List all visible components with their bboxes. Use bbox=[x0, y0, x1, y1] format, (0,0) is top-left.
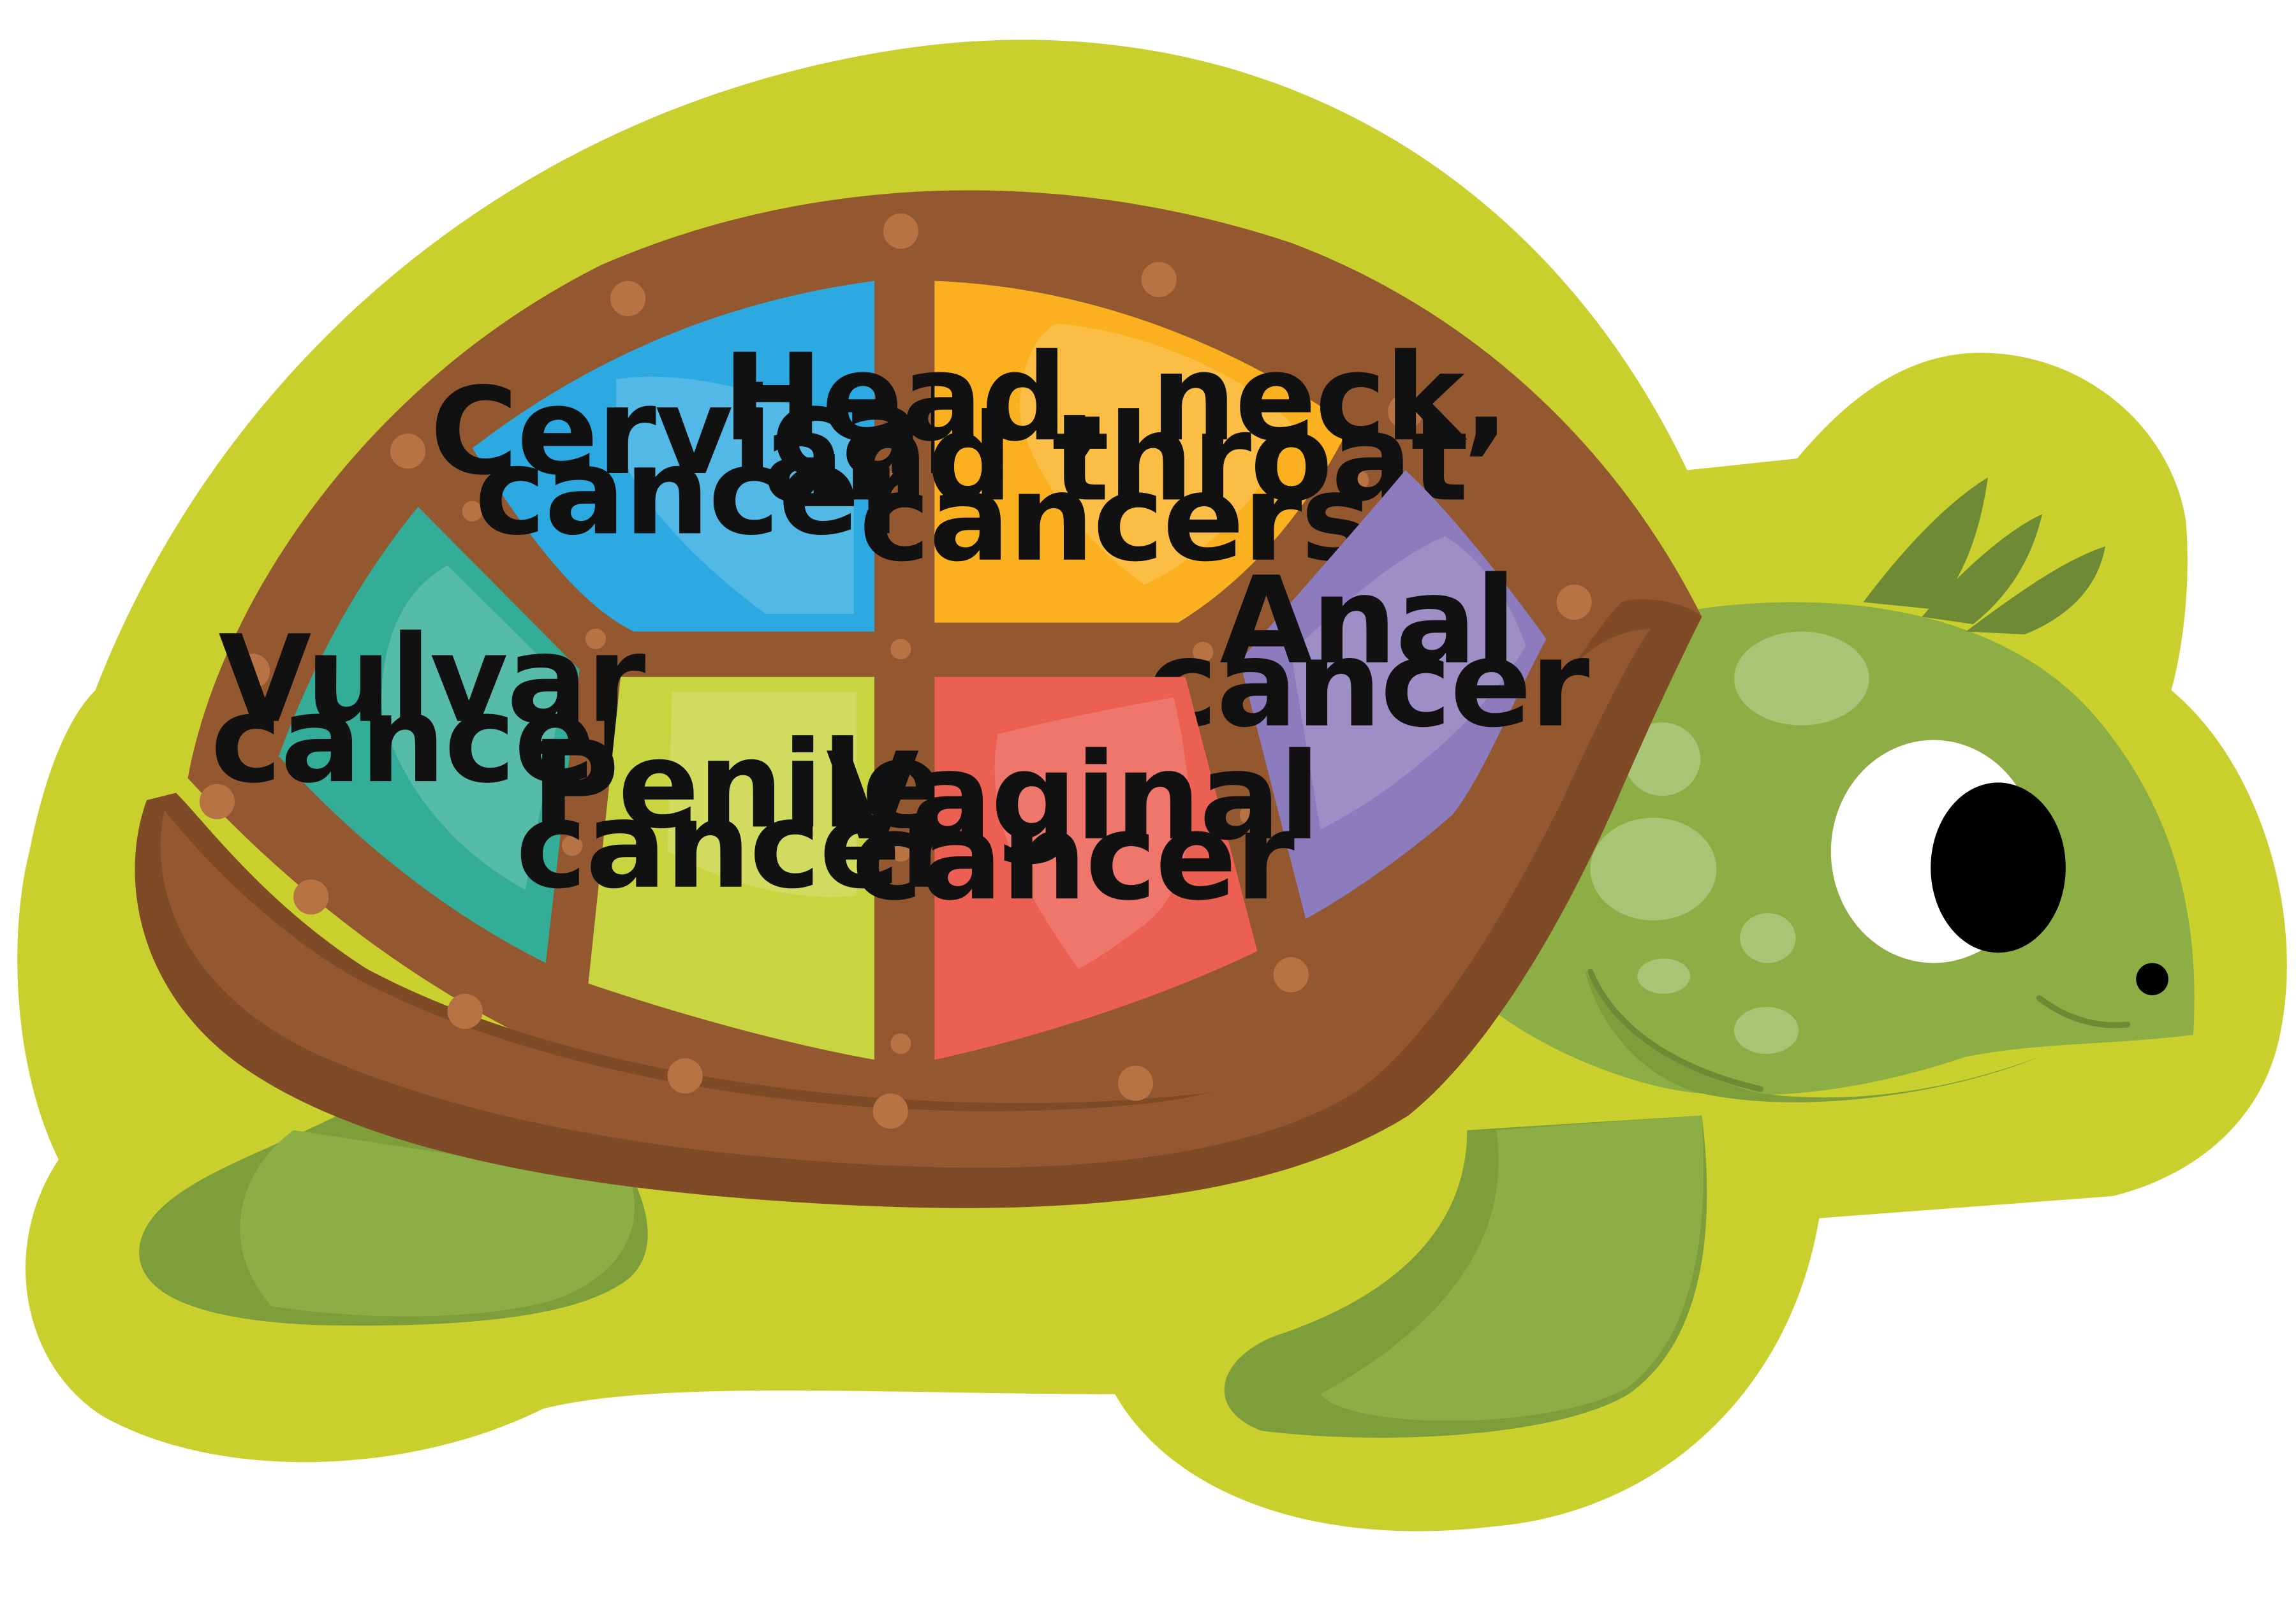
segment-head-neck-throat-line1: Head, neck, bbox=[723, 328, 1508, 468]
segment-vaginal-line1: Vaginal bbox=[826, 727, 1319, 867]
segment-cervical: Cervical cancer bbox=[430, 281, 962, 632]
segment-vaginal: Vaginal cancer bbox=[826, 676, 1320, 1060]
nostril bbox=[2136, 963, 2168, 995]
segment-penile: Penile cancer bbox=[516, 676, 960, 1060]
segment-anal-fill bbox=[1239, 470, 1547, 919]
segment-cervical-fill bbox=[472, 281, 874, 632]
segment-head-neck-throat: Head, neck, and throat cancers bbox=[723, 281, 1509, 623]
segment-head-neck-throat-fill bbox=[934, 281, 1350, 623]
segment-head-neck-throat-line2: and throat bbox=[763, 388, 1467, 528]
segment-anal: Anal cancer bbox=[1147, 470, 1591, 919]
segment-vaginal-line2: cancer bbox=[851, 787, 1295, 927]
segment-head-neck-throat-line3: cancers bbox=[859, 449, 1371, 588]
segment-anal-line1: Anal bbox=[1219, 552, 1515, 691]
segment-cervical-line2: cancer bbox=[475, 422, 918, 562]
segment-vaginal-fill bbox=[934, 676, 1258, 1060]
front-leg bbox=[1224, 1115, 1707, 1438]
segment-vulvar-line1: Vulvar bbox=[218, 610, 645, 750]
segment-vulvar-line2: cancer bbox=[210, 670, 654, 810]
segment-cervical-line1: Cervical bbox=[430, 362, 960, 502]
turtle-shell: Cervical cancer Head, neck, and throat c… bbox=[135, 190, 1702, 1208]
segment-vulvar: Vulvar cancer bbox=[210, 506, 655, 963]
segment-vulvar-fill bbox=[279, 506, 580, 963]
segment-penile-line2: cancer bbox=[516, 776, 959, 916]
segment-anal-line2: cancer bbox=[1147, 615, 1590, 754]
segment-penile-fill bbox=[588, 676, 874, 1060]
segment-penile-line1: Penile bbox=[531, 715, 942, 855]
